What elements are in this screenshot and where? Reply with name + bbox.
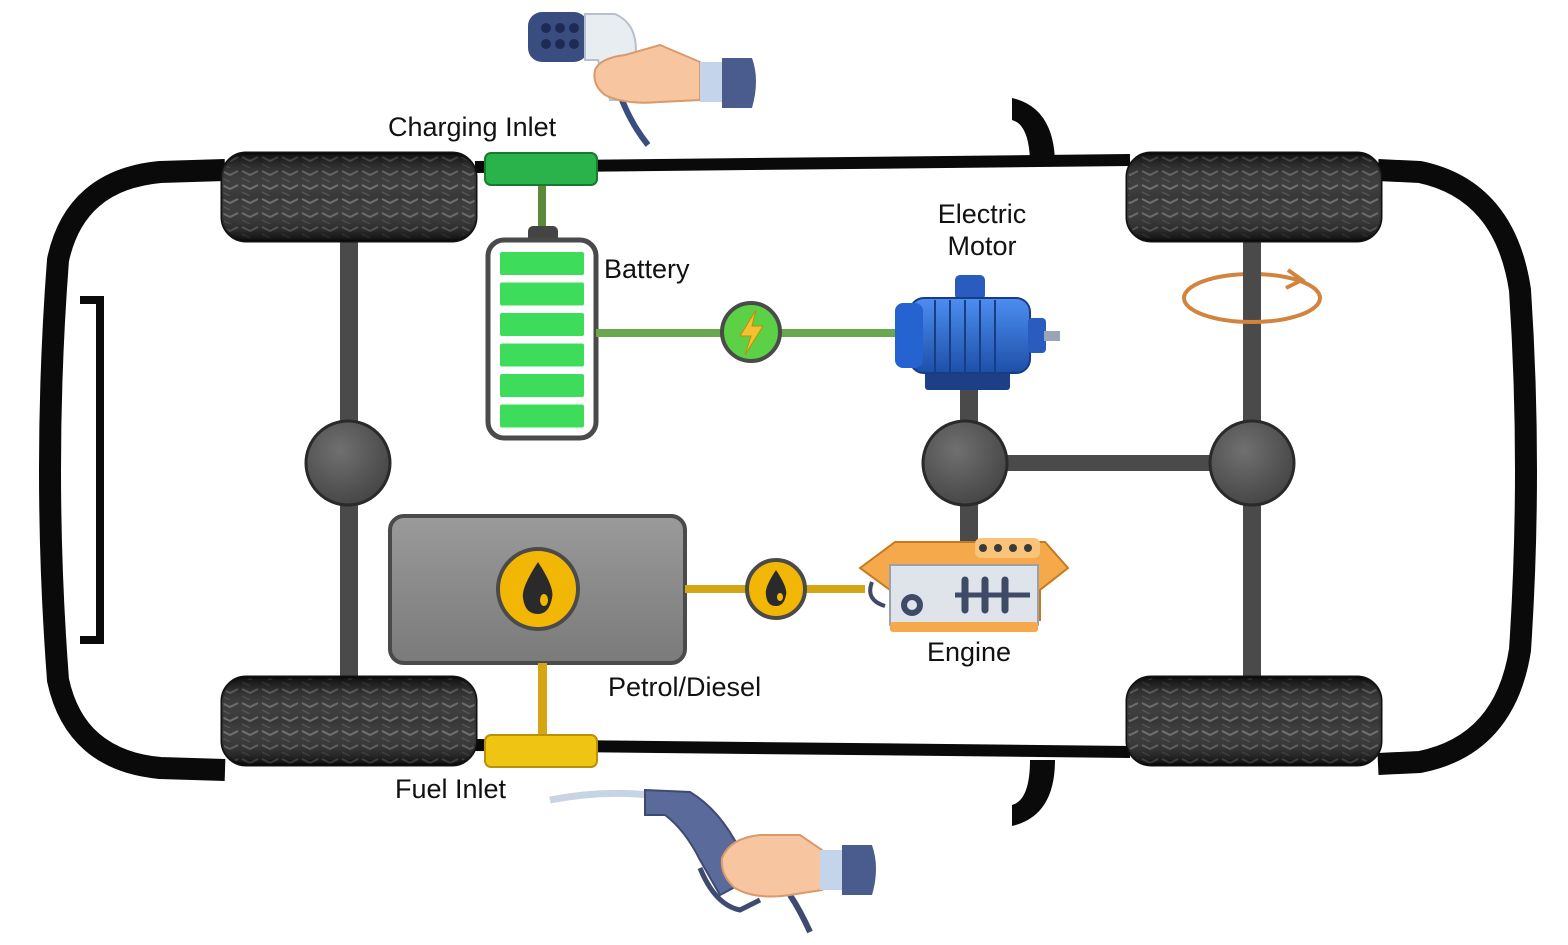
fuel-inlet [484, 734, 598, 768]
battery-cell [500, 252, 584, 275]
battery-cell [500, 404, 584, 428]
drive-shaft-horizontal [965, 455, 1250, 471]
fuel-tank [388, 514, 687, 665]
electric-motor-label-line2: Motor [947, 231, 1017, 262]
tire-front-bottom [220, 675, 478, 767]
petrol-diesel-label: Petrol/Diesel [608, 672, 762, 702]
fuel-nozzle-hand-icon [549, 788, 876, 934]
battery-icon [485, 226, 599, 441]
electric-motor-icon [895, 275, 1060, 390]
rotation-arrow-icon [1182, 268, 1322, 324]
charging-inlet-label: Charging Inlet [388, 112, 557, 142]
charging-inlet [484, 152, 598, 186]
battery-cell [500, 343, 584, 367]
engine-label: Engine [927, 637, 1012, 667]
tire-rear-top [1125, 151, 1383, 243]
battery-cells [500, 252, 584, 428]
mirror-bottom-icon [1012, 760, 1055, 826]
electric-motor-label: Electric Motor [912, 198, 1052, 263]
tire-rear-bottom [1125, 675, 1383, 767]
fuel-inlet-label: Fuel Inlet [395, 774, 507, 804]
center-differential-hub [921, 419, 1009, 507]
battery-cell [500, 313, 584, 336]
ev-charger-hand-icon [528, 12, 756, 147]
charging-line [538, 183, 546, 243]
battery-cell [500, 282, 584, 306]
fuel-inlet-line [538, 663, 547, 738]
fuel-drop-icon [745, 558, 807, 620]
front-differential-hub [304, 419, 392, 507]
tire-front-top [220, 151, 478, 243]
engine-icon [858, 538, 1070, 632]
rear-differential-hub [1208, 419, 1296, 507]
battery-label: Battery [604, 254, 690, 284]
lightning-icon [720, 301, 782, 363]
mirror-top-icon [1012, 98, 1055, 165]
battery-cell [500, 374, 584, 397]
electric-motor-label-line1: Electric [937, 199, 1027, 229]
